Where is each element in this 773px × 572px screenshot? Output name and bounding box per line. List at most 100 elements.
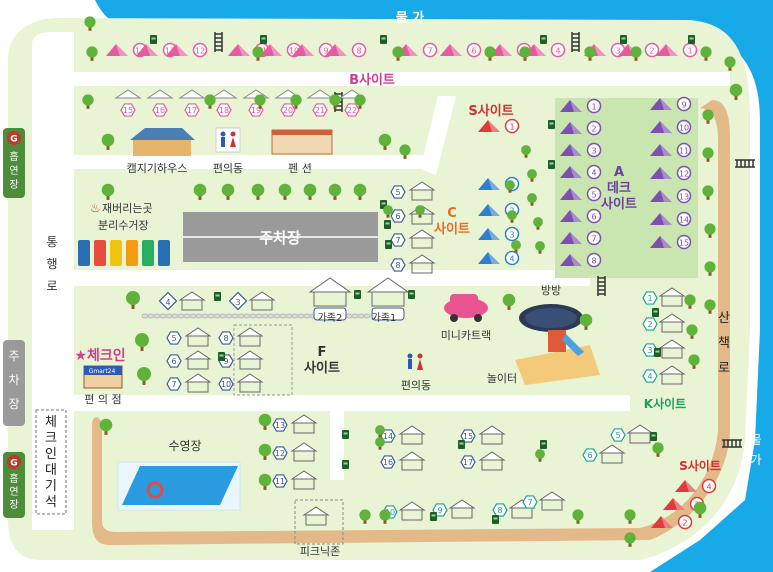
k-site-house[interactable]: 5 bbox=[610, 424, 654, 444]
f-site-house[interactable]: 4 bbox=[158, 291, 206, 311]
site-number: 3 bbox=[615, 47, 620, 56]
b-site-house[interactable]: 18 bbox=[210, 89, 238, 117]
tree-icon bbox=[535, 449, 545, 462]
f-site-house[interactable]: 6 bbox=[166, 350, 212, 370]
site-number: 6 bbox=[171, 357, 176, 366]
f-site-house[interactable]: 3 bbox=[228, 291, 276, 311]
b-site-tent[interactable]: 10 bbox=[260, 42, 302, 58]
trampoline-label: 방방 bbox=[541, 284, 561, 297]
a-site-tent[interactable]: 7 bbox=[560, 230, 602, 246]
bottom-row-house[interactable]: 7 bbox=[522, 491, 566, 511]
camp-house-building[interactable] bbox=[130, 128, 195, 156]
b-site-tent[interactable]: 6 bbox=[440, 42, 482, 58]
trash-bin-icon bbox=[380, 35, 387, 44]
a-site-tent[interactable]: 14 bbox=[650, 211, 692, 227]
site-number: 2 bbox=[649, 47, 654, 56]
tree-icon bbox=[702, 109, 714, 124]
f-site-house[interactable]: 5 bbox=[166, 327, 212, 347]
svg-text:♨: ♨ bbox=[90, 201, 101, 215]
b-site-house[interactable]: 21 bbox=[306, 89, 334, 117]
smoking-bottom-label: 장 bbox=[9, 499, 18, 511]
k-site-house[interactable]: 3 bbox=[642, 339, 686, 359]
picnic-label: 피크닉존 bbox=[300, 545, 340, 558]
family-pavilion[interactable] bbox=[366, 277, 410, 321]
stone-wall bbox=[273, 313, 281, 319]
b-site-house[interactable]: 22 bbox=[338, 89, 366, 117]
site-number: 8 bbox=[356, 47, 361, 56]
pension-building[interactable] bbox=[271, 129, 333, 155]
a-site-tent[interactable]: 8 bbox=[560, 252, 602, 268]
stone-wall bbox=[207, 313, 215, 319]
recycle-bin bbox=[94, 240, 106, 266]
pool-site-house[interactable]: 13 bbox=[272, 414, 318, 434]
tree-icon bbox=[511, 240, 521, 253]
bottom-site-house[interactable]: 15 bbox=[460, 425, 506, 445]
a-site-tent[interactable]: 10 bbox=[650, 119, 692, 135]
site-number: 13 bbox=[679, 193, 689, 202]
a-site-tent[interactable]: 5 bbox=[560, 186, 602, 202]
c-site-house[interactable]: 7 bbox=[390, 229, 436, 249]
bottom-site-house[interactable]: 14 bbox=[380, 425, 426, 445]
tree-icon bbox=[204, 94, 216, 109]
a-site-tent[interactable]: 12 bbox=[650, 165, 692, 181]
site-number: 17 bbox=[463, 458, 473, 467]
s-site-tent[interactable]: 4 bbox=[675, 478, 717, 494]
f-site-house[interactable]: 7 bbox=[166, 373, 212, 393]
b-site-label: B사이트 bbox=[349, 72, 395, 88]
water-top-label: 물 가 bbox=[396, 11, 424, 26]
b-site-tent[interactable]: 9 bbox=[292, 42, 334, 58]
stone-wall bbox=[171, 313, 179, 319]
a-site-tent[interactable]: 15 bbox=[650, 234, 692, 250]
bottom-site-house[interactable]: 17 bbox=[460, 451, 506, 471]
a-site-label: 데크 bbox=[607, 181, 631, 196]
b-site-house[interactable]: 16 bbox=[146, 89, 174, 117]
a-site-tent[interactable]: 2 bbox=[560, 120, 602, 136]
b-site-house[interactable]: 15 bbox=[114, 89, 142, 117]
stone-wall bbox=[231, 313, 239, 319]
pool-site-house[interactable]: 11 bbox=[272, 470, 318, 490]
k-site-house[interactable]: 2 bbox=[642, 313, 686, 333]
tree-icon bbox=[379, 509, 391, 524]
picnic-shelter[interactable] bbox=[302, 506, 330, 526]
b-site-house[interactable]: 17 bbox=[178, 89, 206, 117]
c-site-house[interactable]: 8 bbox=[390, 254, 436, 274]
k-site-house[interactable]: 1 bbox=[642, 287, 686, 307]
c-site-tent[interactable]: 4 bbox=[478, 250, 520, 266]
b-site-tent[interactable]: 8 bbox=[325, 42, 367, 58]
s-site-tent[interactable]: 2 bbox=[651, 514, 693, 530]
a-site-tent[interactable]: 13 bbox=[650, 188, 692, 204]
stone-wall bbox=[297, 313, 305, 319]
k-site-house[interactable]: 4 bbox=[642, 365, 686, 385]
family-pavilion[interactable] bbox=[308, 277, 352, 321]
b-site-tent[interactable]: 1 bbox=[656, 42, 698, 58]
a-site-tent[interactable]: 4 bbox=[560, 164, 602, 180]
k-site-house[interactable]: 6 bbox=[582, 444, 626, 464]
s-site-tent[interactable]: 1 bbox=[478, 118, 520, 134]
site-number: 15 bbox=[679, 239, 689, 248]
c-site-house[interactable]: 5 bbox=[390, 181, 436, 201]
convenience-store[interactable] bbox=[83, 365, 123, 389]
b-site-tent[interactable]: 13 bbox=[136, 42, 178, 58]
pool-site-house[interactable]: 12 bbox=[272, 442, 318, 462]
c-site-tent[interactable]: 3 bbox=[478, 226, 520, 242]
trash-bin-icon bbox=[458, 440, 465, 449]
b-site-tent[interactable]: 7 bbox=[396, 42, 438, 58]
a-site-tent[interactable]: 11 bbox=[650, 142, 692, 158]
tree-icon bbox=[521, 145, 531, 158]
a-site-tent[interactable]: 3 bbox=[560, 142, 602, 158]
site-number: 21 bbox=[315, 106, 325, 115]
a-site-tent[interactable]: 1 bbox=[560, 98, 602, 114]
bottom-site-house[interactable]: 16 bbox=[380, 451, 426, 471]
parking-side-box bbox=[3, 340, 25, 426]
tree-icon bbox=[527, 193, 537, 206]
checkin-wait-box bbox=[35, 409, 67, 515]
f-site-house[interactable]: 9 bbox=[218, 350, 264, 370]
a-site-tent[interactable]: 9 bbox=[650, 96, 692, 112]
a-site-tent[interactable]: 6 bbox=[560, 208, 602, 224]
f-site-house[interactable]: 10 bbox=[218, 373, 264, 393]
f-site-house[interactable]: 8 bbox=[218, 327, 264, 347]
b-site-tent[interactable]: 12 bbox=[166, 42, 208, 58]
tree-icon bbox=[704, 299, 716, 314]
trash-bin-icon bbox=[354, 290, 361, 299]
recycle-bin bbox=[158, 240, 170, 266]
